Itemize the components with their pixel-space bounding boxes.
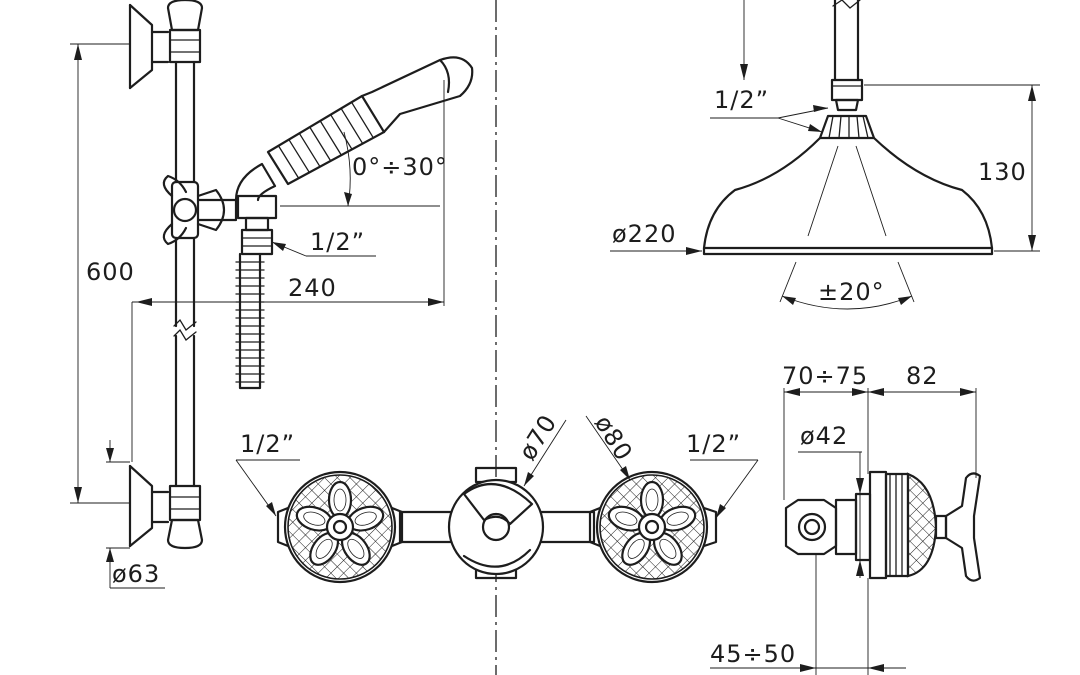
head-height-label: 130: [978, 158, 1027, 186]
valve-front-view: [276, 466, 718, 584]
head-swivel-label: ±20°: [818, 278, 885, 306]
recess-depth-label: 45÷50: [710, 640, 796, 668]
reach-label: 240: [288, 274, 337, 302]
handle-projection-label: 82: [906, 362, 939, 390]
handshower-thread-label: 1/2”: [310, 228, 365, 256]
head-diameter-label: ø220: [612, 220, 677, 248]
valve-thread-left-label: 1/2”: [240, 430, 295, 458]
slide-height-label: 600: [86, 258, 135, 286]
valve-side-dimensions: 70÷75 82 ø42 45÷50: [710, 362, 977, 675]
valve-thread-right-label: 1/2”: [686, 430, 741, 458]
wall-flange-label: ø63: [112, 560, 160, 588]
hand-shower: [234, 56, 474, 390]
slide-rail-dimensions: 600 ø63 240 0°÷30° 1/2”: [70, 43, 448, 589]
head-thread-label: 1/2”: [714, 86, 769, 114]
wall-depth-label: 70÷75: [782, 362, 868, 390]
shower-head-view: [702, 0, 994, 256]
slide-rail-view: [128, 0, 238, 550]
tilt-label: 0°÷30°: [352, 153, 448, 181]
shower-head-dimensions: 1/2” 130 ø220 ±20°: [610, 0, 1040, 310]
body-diameter-label: ø42: [800, 422, 848, 450]
handle-diameter-label: ø80: [589, 410, 638, 466]
valve-side-view: [784, 470, 982, 582]
